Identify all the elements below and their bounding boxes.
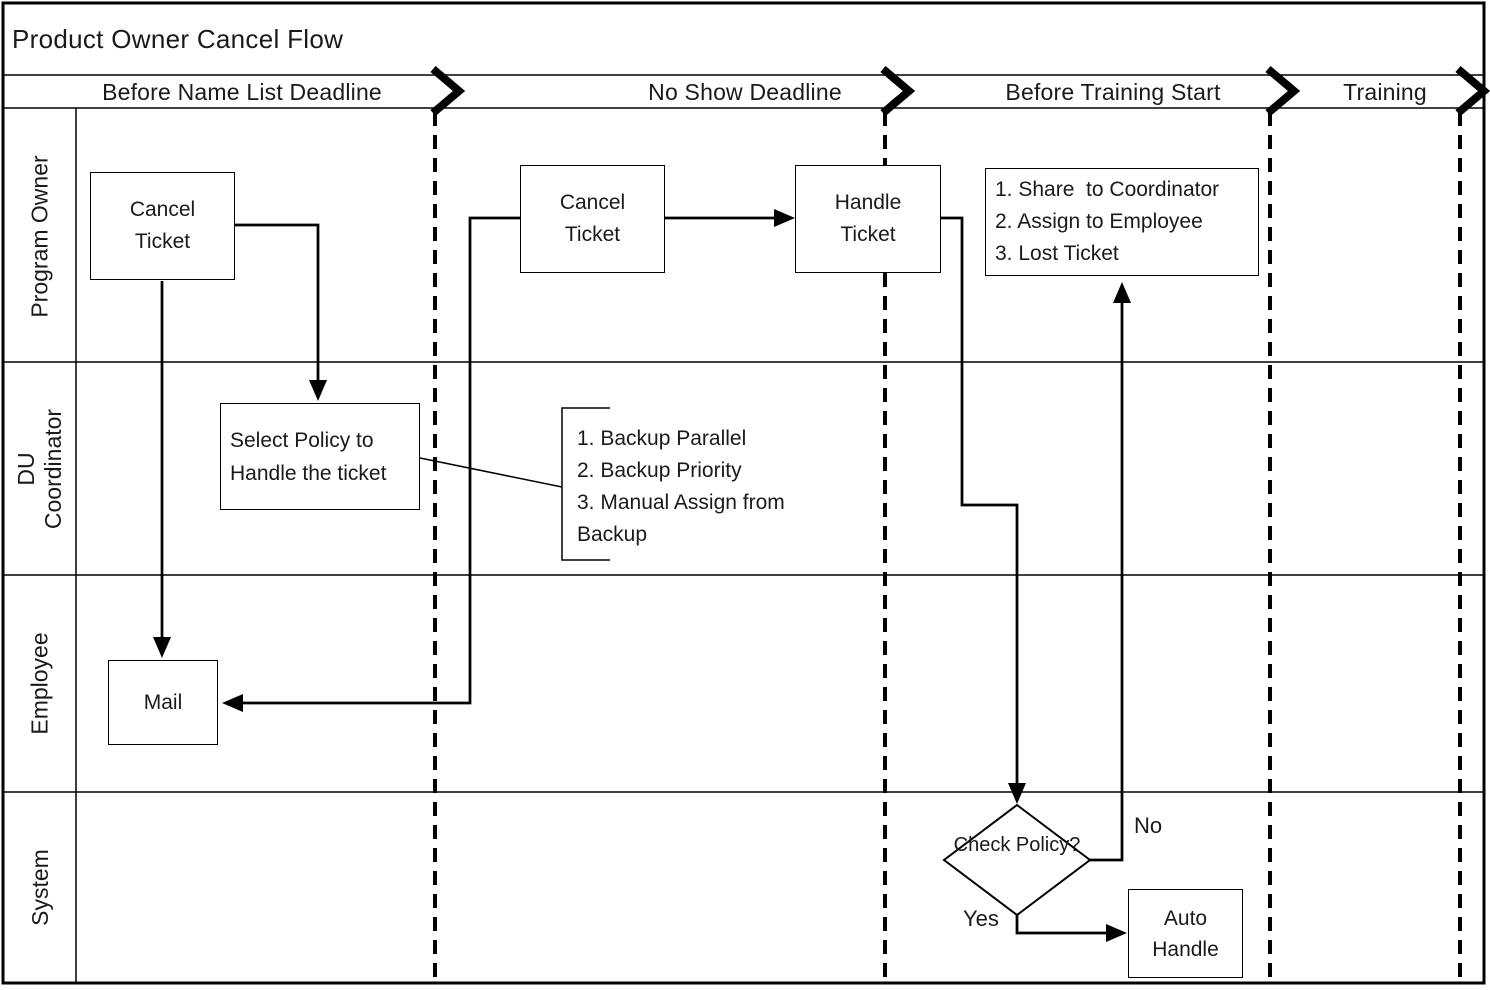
lane-label-text: Employee <box>26 632 53 735</box>
annotation-text: 2. Backup Priority <box>577 459 742 482</box>
node-text: Handle <box>1152 937 1219 961</box>
node-text: Cancel <box>559 191 626 214</box>
annotation-text: 1. Backup Parallel <box>577 427 747 450</box>
decision-text-check-policy: Check Policy? <box>952 830 1082 861</box>
node-text: Ticket <box>564 223 621 246</box>
phase-header-before-training-start: Before Training Start <box>1005 79 1221 105</box>
connector-yes-branch-to-auto-handle <box>1015 915 1108 935</box>
node-cancel-ticket-1: Cancel Ticket <box>90 172 235 280</box>
arrowhead-icon <box>1113 282 1131 303</box>
edge-label-no: No <box>1134 813 1163 838</box>
node-text: 2. Assign to Employee <box>995 210 1203 233</box>
lane-label-text: System <box>26 849 53 926</box>
phase-header-training: Training <box>1343 79 1427 105</box>
arrowhead-icon <box>1008 783 1026 804</box>
connector-no-branch-to-options <box>1090 301 1124 862</box>
annotation-text: Backup <box>577 523 648 546</box>
lane-label-employee: Employee <box>4 575 76 792</box>
node-handle-options-list: 1. Share to Coordinator 2. Assign to Emp… <box>985 168 1259 276</box>
node-text: Select Policy to <box>230 428 374 452</box>
arrowhead-icon <box>153 637 171 658</box>
node-text: Cancel <box>129 198 196 221</box>
lane-label-text: Program Owner <box>26 154 53 318</box>
lane-label-program-owner: Program Owner <box>4 110 76 362</box>
node-handle-ticket: Handle Ticket <box>795 165 941 273</box>
annotation-backup-options: 1. Backup Parallel 2. Backup Priority 3.… <box>577 423 785 551</box>
arrowhead-icon <box>1106 924 1127 942</box>
connector-cancel1-to-select-policy <box>235 223 320 382</box>
phase-header-before-name-list-deadline: Before Name List Deadline <box>102 79 382 105</box>
node-text: Policy? <box>1015 834 1081 856</box>
node-cancel-ticket-2: Cancel Ticket <box>520 165 665 273</box>
lane-label-text: Coordinator <box>40 408 66 529</box>
node-text: Handle <box>834 191 902 214</box>
annotation-connector-line <box>419 457 563 488</box>
node-auto-handle: Auto Handle <box>1128 889 1243 978</box>
node-select-policy: Select Policy to Handle the ticket <box>220 403 420 510</box>
phase-header-no-show-deadline: No Show Deadline <box>648 79 842 105</box>
node-text: Auto <box>1163 906 1208 930</box>
arrowhead-icon <box>222 694 243 712</box>
node-text: Check <box>953 834 1011 856</box>
node-text: 1. Share to Coordinator <box>995 178 1220 201</box>
lane-label-system: System <box>4 792 76 983</box>
node-text: Handle the ticket <box>230 461 387 485</box>
diagram-title: Product Owner Cancel Flow <box>12 24 344 54</box>
node-mail: Mail <box>108 660 218 745</box>
chevron-icon <box>430 65 466 117</box>
lane-label-text: DU <box>13 451 39 486</box>
edge-label-yes: Yes <box>963 906 999 931</box>
arrowhead-icon <box>309 380 327 401</box>
lane-label-du-coordinator: DU Coordinator <box>4 362 76 575</box>
node-text: Ticket <box>134 230 191 253</box>
node-text: Ticket <box>840 223 896 246</box>
connector-handle-to-check-policy <box>941 216 1019 785</box>
node-text: 3. Lost Ticket <box>995 242 1119 265</box>
annotation-text: 3. Manual Assign from <box>577 491 785 514</box>
arrowhead-icon <box>774 209 795 227</box>
node-text: Mail <box>143 690 183 714</box>
